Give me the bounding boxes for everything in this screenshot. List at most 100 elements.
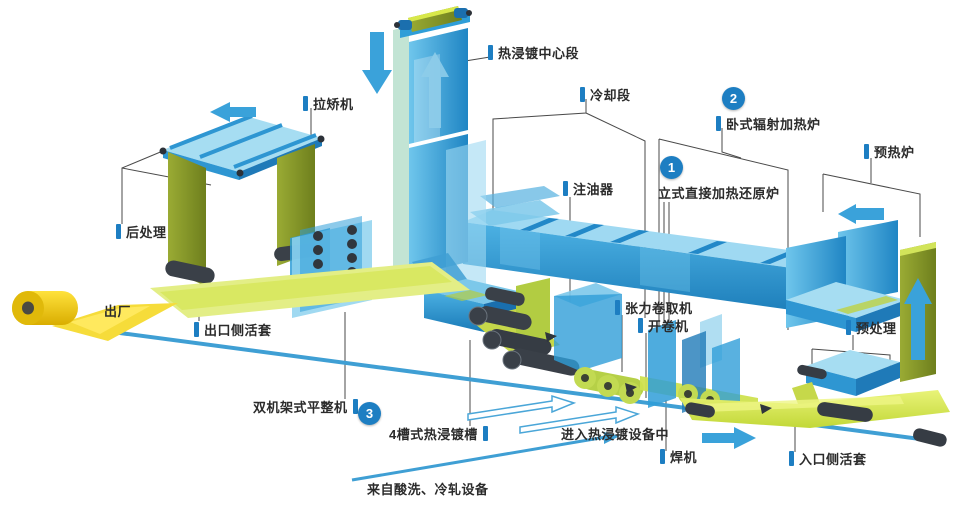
roller-face xyxy=(502,350,522,370)
green-roller-hub xyxy=(684,390,692,398)
green-roller-hub xyxy=(604,382,612,390)
duct-rib xyxy=(565,224,604,237)
pot-bath xyxy=(444,290,488,301)
strip-arrow-mark xyxy=(625,383,637,393)
strip-arrow-mark xyxy=(760,404,772,414)
label-horizontal-furnace: 卧式辐射加热炉 xyxy=(716,114,821,133)
preheat-strip xyxy=(836,296,898,314)
roller xyxy=(478,306,532,330)
entry-strip-highlight xyxy=(700,396,904,412)
pot-front xyxy=(424,290,484,332)
looper-rail xyxy=(233,133,317,169)
label-text: 立式直接加热还原炉 xyxy=(658,186,780,201)
tick-icon xyxy=(660,449,665,464)
leader-horizontal-furnace xyxy=(721,128,742,159)
label-text: 出口侧活套 xyxy=(204,323,272,338)
direction-arrows xyxy=(210,32,932,482)
step-badge-3: 3 xyxy=(358,402,381,425)
label-zinc-pot: 4槽式热浸镀槽 xyxy=(389,424,488,443)
looper-edge xyxy=(163,150,239,180)
roller-cluster xyxy=(468,278,644,404)
preheat-shelf-side xyxy=(856,300,906,332)
roller xyxy=(165,260,215,284)
leader-cooling-left xyxy=(492,99,587,238)
looper-band-left xyxy=(168,152,206,286)
tick-icon xyxy=(194,322,199,337)
strip-arrow-mark xyxy=(545,332,557,342)
entry-platform-top xyxy=(806,350,900,379)
tower-side xyxy=(393,26,409,284)
roller xyxy=(685,402,715,418)
label-tension-leveler: 拉矫机 xyxy=(303,94,354,113)
label-text: 后处理 xyxy=(126,225,167,240)
label-text: 双机架式平整机 xyxy=(253,400,348,415)
roller xyxy=(488,329,552,355)
duct-streak xyxy=(500,227,540,270)
label-welder: 焊机 xyxy=(660,447,697,466)
preheat-furnace xyxy=(786,220,906,332)
step-badge-2: 2 xyxy=(722,87,745,110)
label-entry-looper: 入口侧活套 xyxy=(789,449,867,468)
roller-cap xyxy=(398,20,412,30)
label-temper-mill: 双机架式平整机 xyxy=(253,397,358,416)
duct-rib xyxy=(610,230,649,243)
label-text: 热浸镀中心段 xyxy=(498,46,580,61)
label-text: 预处理 xyxy=(856,321,897,336)
roller-knob xyxy=(466,10,472,16)
label-tension-coiler: 张力卷取机 xyxy=(615,298,693,317)
entry-platform-side xyxy=(856,362,900,396)
label-from-pickling: 来自酸洗、冷轧设备 xyxy=(367,479,489,498)
enter-arrows xyxy=(467,394,641,434)
duct-rib xyxy=(520,218,559,231)
label-text: 4槽式热浸镀槽 xyxy=(389,427,478,442)
down-arrow-tower xyxy=(362,32,392,94)
tick-icon xyxy=(864,144,869,159)
tick-icon xyxy=(716,116,721,131)
right-arrow-entry xyxy=(702,427,756,449)
label-text: 预热炉 xyxy=(874,145,915,160)
looper-rail xyxy=(199,123,283,159)
label-entering: 进入热浸镀设备中 xyxy=(561,424,669,443)
left-arrow-top-looper xyxy=(210,102,256,122)
welder-panel xyxy=(648,320,676,408)
roller xyxy=(797,364,827,380)
roller-face xyxy=(482,330,502,350)
label-oiler: 注油器 xyxy=(563,179,614,198)
label-text: 出厂 xyxy=(104,304,132,319)
preheat-box-back xyxy=(838,220,898,304)
up-arrow-entry-riser xyxy=(904,278,932,360)
duct-ramp xyxy=(470,200,560,226)
tick-icon xyxy=(615,300,620,315)
up-arrow-tower xyxy=(421,52,449,128)
tick-icon xyxy=(846,320,851,335)
label-exit-looper: 出口侧活套 xyxy=(194,320,272,339)
label-text: 冷却段 xyxy=(590,88,631,103)
exit-coil xyxy=(12,291,178,341)
green-roller-hub xyxy=(581,374,589,382)
roller xyxy=(510,348,580,376)
coil-hole xyxy=(22,301,34,315)
roller-highlight xyxy=(408,6,459,22)
label-text: 张力卷取机 xyxy=(625,301,693,316)
tick-icon xyxy=(488,45,493,60)
platform-knob xyxy=(236,169,244,177)
label-uncoiler: 开卷机 xyxy=(638,316,689,335)
duct-ramp xyxy=(480,186,560,208)
platform-knob xyxy=(159,147,167,155)
panel xyxy=(554,294,622,371)
strip-bright xyxy=(160,266,452,310)
left-arrow-preheat xyxy=(838,204,884,224)
label-preheat-furnace: 预热炉 xyxy=(864,142,915,161)
roller xyxy=(817,402,873,422)
label-text: 入口侧活套 xyxy=(799,452,867,467)
tick-icon xyxy=(638,318,643,333)
roller-knob xyxy=(394,22,400,28)
label-center-section: 热浸镀中心段 xyxy=(488,43,579,62)
roller-cap xyxy=(454,8,468,18)
label-text: 拉矫机 xyxy=(313,97,354,112)
duct-front-face xyxy=(463,222,849,318)
roller xyxy=(485,287,525,306)
entry-strip xyxy=(680,390,950,447)
label-pre-treatment: 预处理 xyxy=(846,318,897,337)
